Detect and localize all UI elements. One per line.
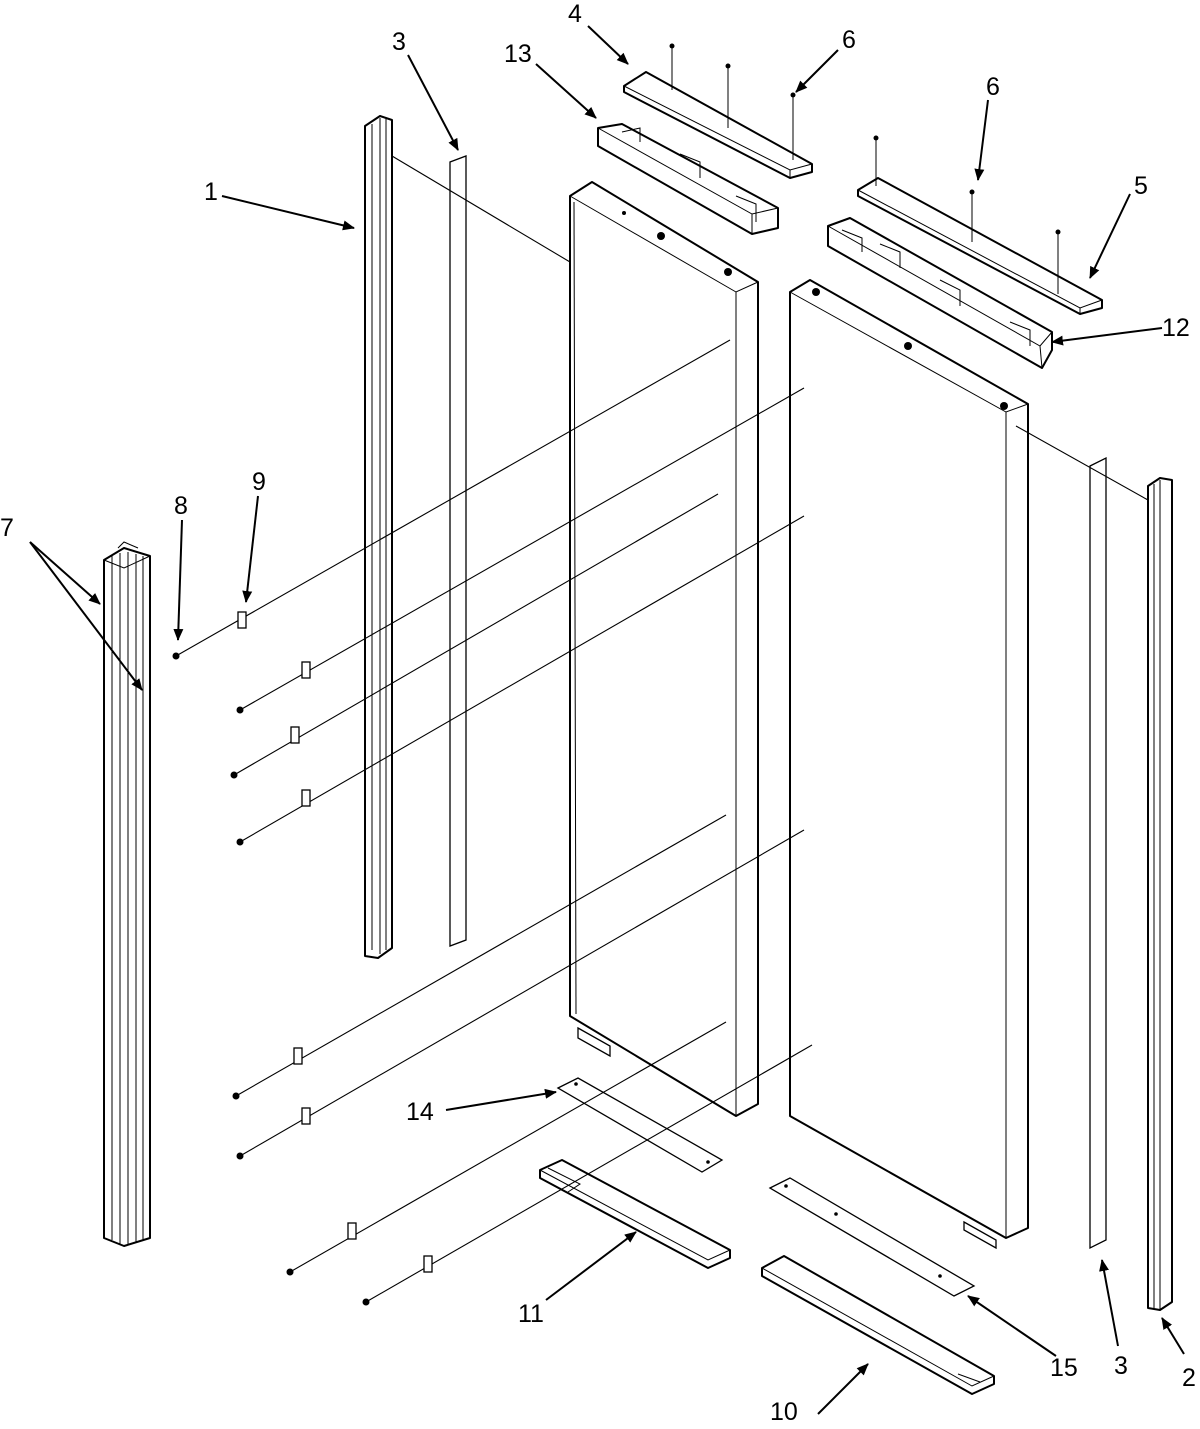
callout-12: 12 [1162,314,1190,342]
callout-13: 13 [504,40,532,68]
part-12-top-cap-right [827,217,1053,369]
part-3-gasket-strip-left [449,155,467,947]
part-13-top-cap-left [597,123,779,235]
callout-3-left: 3 [392,28,406,56]
part-10-bottom-channel-right [761,1255,995,1395]
callout-arrows [29,25,1185,1415]
explosion-lead-lines [391,155,1149,501]
part-4-top-plate-left [623,71,813,179]
callout-6-right: 6 [986,73,1000,101]
callout-10: 10 [770,1398,798,1426]
callout-3-right: 3 [1114,1352,1128,1380]
callout-7: 7 [0,514,14,542]
callout-9: 9 [252,468,266,496]
part-2-trim-strip-right [1147,477,1173,1311]
callout-14: 14 [406,1098,434,1126]
part-11-bottom-channel-left [539,1159,731,1269]
callout-8: 8 [174,492,188,520]
callout-15: 15 [1050,1354,1078,1382]
callout-2: 2 [1182,1364,1196,1392]
callout-6-left: 6 [842,26,856,54]
callout-11: 11 [518,1300,544,1328]
part-7-vertical-channel [103,541,151,1247]
left-door-panel [569,181,759,1117]
callout-4: 4 [568,0,582,28]
part-6-screws [669,43,1061,294]
part-5-top-plate-right [857,177,1103,315]
callout-5: 5 [1134,172,1148,200]
part-3-gasket-strip-right [1089,456,1107,1250]
part-14-bottom-plate-left [556,1077,724,1173]
callout-1: 1 [204,178,218,206]
part-1-trim-strip [364,115,393,959]
part-8-9-screws-and-clips [172,339,813,1306]
right-door-panel [789,279,1029,1250]
part-15-bottom-plate-right [768,1177,976,1297]
